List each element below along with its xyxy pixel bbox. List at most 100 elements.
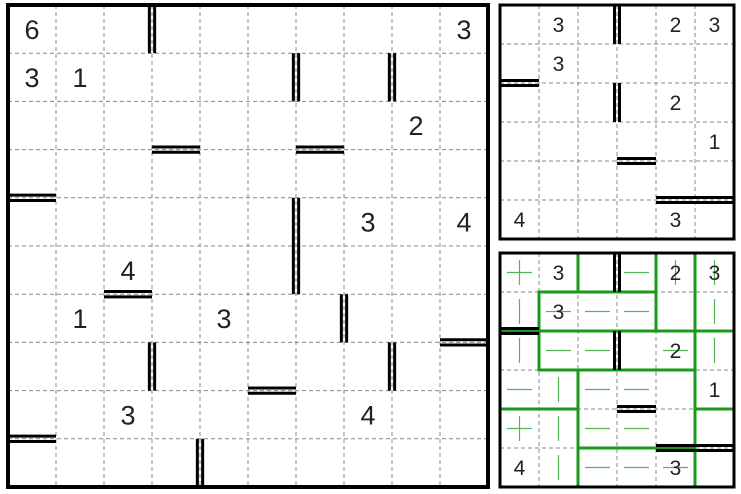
grid-cell[interactable]: [56, 53, 104, 102]
grid-cell[interactable]: [539, 161, 578, 200]
grid-cell[interactable]: [392, 197, 440, 246]
grid-cell[interactable]: [440, 246, 488, 295]
grid-cell[interactable]: [152, 438, 200, 487]
grid-cell[interactable]: [200, 53, 248, 102]
grid-cell[interactable]: [500, 5, 539, 44]
grid-cell[interactable]: [500, 122, 539, 161]
grid-cell[interactable]: [539, 5, 578, 44]
grid-cell[interactable]: [578, 83, 617, 122]
grid-cell[interactable]: [248, 294, 296, 343]
grid-cell[interactable]: [392, 5, 440, 54]
grid-cell[interactable]: [440, 438, 488, 487]
grid-cell[interactable]: [617, 5, 656, 44]
grid-cell[interactable]: [56, 5, 104, 54]
grid-cell[interactable]: [539, 200, 578, 239]
grid-cell[interactable]: [440, 294, 488, 343]
grid-cell[interactable]: [296, 149, 344, 198]
grid-cell[interactable]: [248, 5, 296, 54]
grid-cell[interactable]: [296, 53, 344, 102]
grid-cell[interactable]: [200, 5, 248, 54]
grid-cell[interactable]: [104, 294, 152, 343]
grid-cell[interactable]: [248, 101, 296, 150]
grid-cell[interactable]: [104, 438, 152, 487]
grid-cell[interactable]: [8, 197, 56, 246]
grid-cell[interactable]: [296, 197, 344, 246]
grid-cell[interactable]: [56, 101, 104, 150]
grid-cell[interactable]: [344, 342, 392, 391]
grid-cell[interactable]: [500, 200, 539, 239]
grid-cell[interactable]: [539, 44, 578, 83]
grid-cell[interactable]: [296, 101, 344, 150]
grid-cell[interactable]: [500, 44, 539, 83]
grid-cell[interactable]: [392, 294, 440, 343]
grid-cell[interactable]: [152, 101, 200, 150]
grid-cell[interactable]: [104, 390, 152, 439]
grid-cell[interactable]: [152, 5, 200, 54]
grid-cell[interactable]: [392, 438, 440, 487]
grid-cell[interactable]: [695, 83, 734, 122]
grid-cell[interactable]: [152, 149, 200, 198]
grid-cell[interactable]: [8, 101, 56, 150]
grid-cell[interactable]: [440, 5, 488, 54]
grid-cell[interactable]: [152, 390, 200, 439]
grid-cell[interactable]: [296, 5, 344, 54]
grid-cell[interactable]: [8, 294, 56, 343]
grid-cell[interactable]: [440, 101, 488, 150]
grid-cell[interactable]: [296, 390, 344, 439]
grid-cell[interactable]: [56, 438, 104, 487]
grid-cell[interactable]: [8, 390, 56, 439]
grid-cell[interactable]: [104, 5, 152, 54]
grid-cell[interactable]: [248, 197, 296, 246]
grid-cell[interactable]: [344, 101, 392, 150]
grid-cell[interactable]: [8, 149, 56, 198]
grid-cell[interactable]: [617, 83, 656, 122]
grid-cell[interactable]: [248, 246, 296, 295]
grid-cell[interactable]: [248, 342, 296, 391]
grid-cell[interactable]: [200, 246, 248, 295]
grid-cell[interactable]: [578, 200, 617, 239]
grid-cell[interactable]: [392, 390, 440, 439]
grid-cell[interactable]: [695, 122, 734, 161]
grid-cell[interactable]: [500, 83, 539, 122]
grid-cell[interactable]: [344, 197, 392, 246]
grid-cell[interactable]: [695, 5, 734, 44]
grid-cell[interactable]: [344, 390, 392, 439]
grid-cell[interactable]: [296, 438, 344, 487]
grid-cell[interactable]: [104, 149, 152, 198]
grid-cell[interactable]: [200, 197, 248, 246]
grid-cell[interactable]: [200, 342, 248, 391]
grid-cell[interactable]: [539, 122, 578, 161]
grid-cell[interactable]: [578, 44, 617, 83]
grid-cell[interactable]: [248, 53, 296, 102]
grid-cell[interactable]: [344, 438, 392, 487]
grid-cell[interactable]: [440, 342, 488, 391]
grid-cell[interactable]: [440, 149, 488, 198]
grid-cell[interactable]: [392, 246, 440, 295]
grid-cell[interactable]: [248, 390, 296, 439]
grid-cell[interactable]: [8, 5, 56, 54]
grid-cell[interactable]: [344, 53, 392, 102]
grid-cell[interactable]: [8, 53, 56, 102]
grid-cell[interactable]: [104, 53, 152, 102]
grid-cell[interactable]: [392, 53, 440, 102]
grid-cell[interactable]: [344, 246, 392, 295]
grid-cell[interactable]: [104, 246, 152, 295]
grid-cell[interactable]: [56, 149, 104, 198]
grid-cell[interactable]: [152, 294, 200, 343]
grid-cell[interactable]: [578, 161, 617, 200]
grid-cell[interactable]: [8, 246, 56, 295]
grid-cell[interactable]: [617, 44, 656, 83]
grid-cell[interactable]: [344, 149, 392, 198]
grid-cell[interactable]: [578, 122, 617, 161]
grid-cell[interactable]: [200, 438, 248, 487]
grid-cell[interactable]: [656, 5, 695, 44]
grid-cell[interactable]: [56, 342, 104, 391]
grid-cell[interactable]: [248, 149, 296, 198]
grid-cell[interactable]: [56, 246, 104, 295]
grid-cell[interactable]: [656, 122, 695, 161]
grid-cell[interactable]: [104, 342, 152, 391]
grid-cell[interactable]: [695, 200, 734, 239]
grid-cell[interactable]: [617, 161, 656, 200]
